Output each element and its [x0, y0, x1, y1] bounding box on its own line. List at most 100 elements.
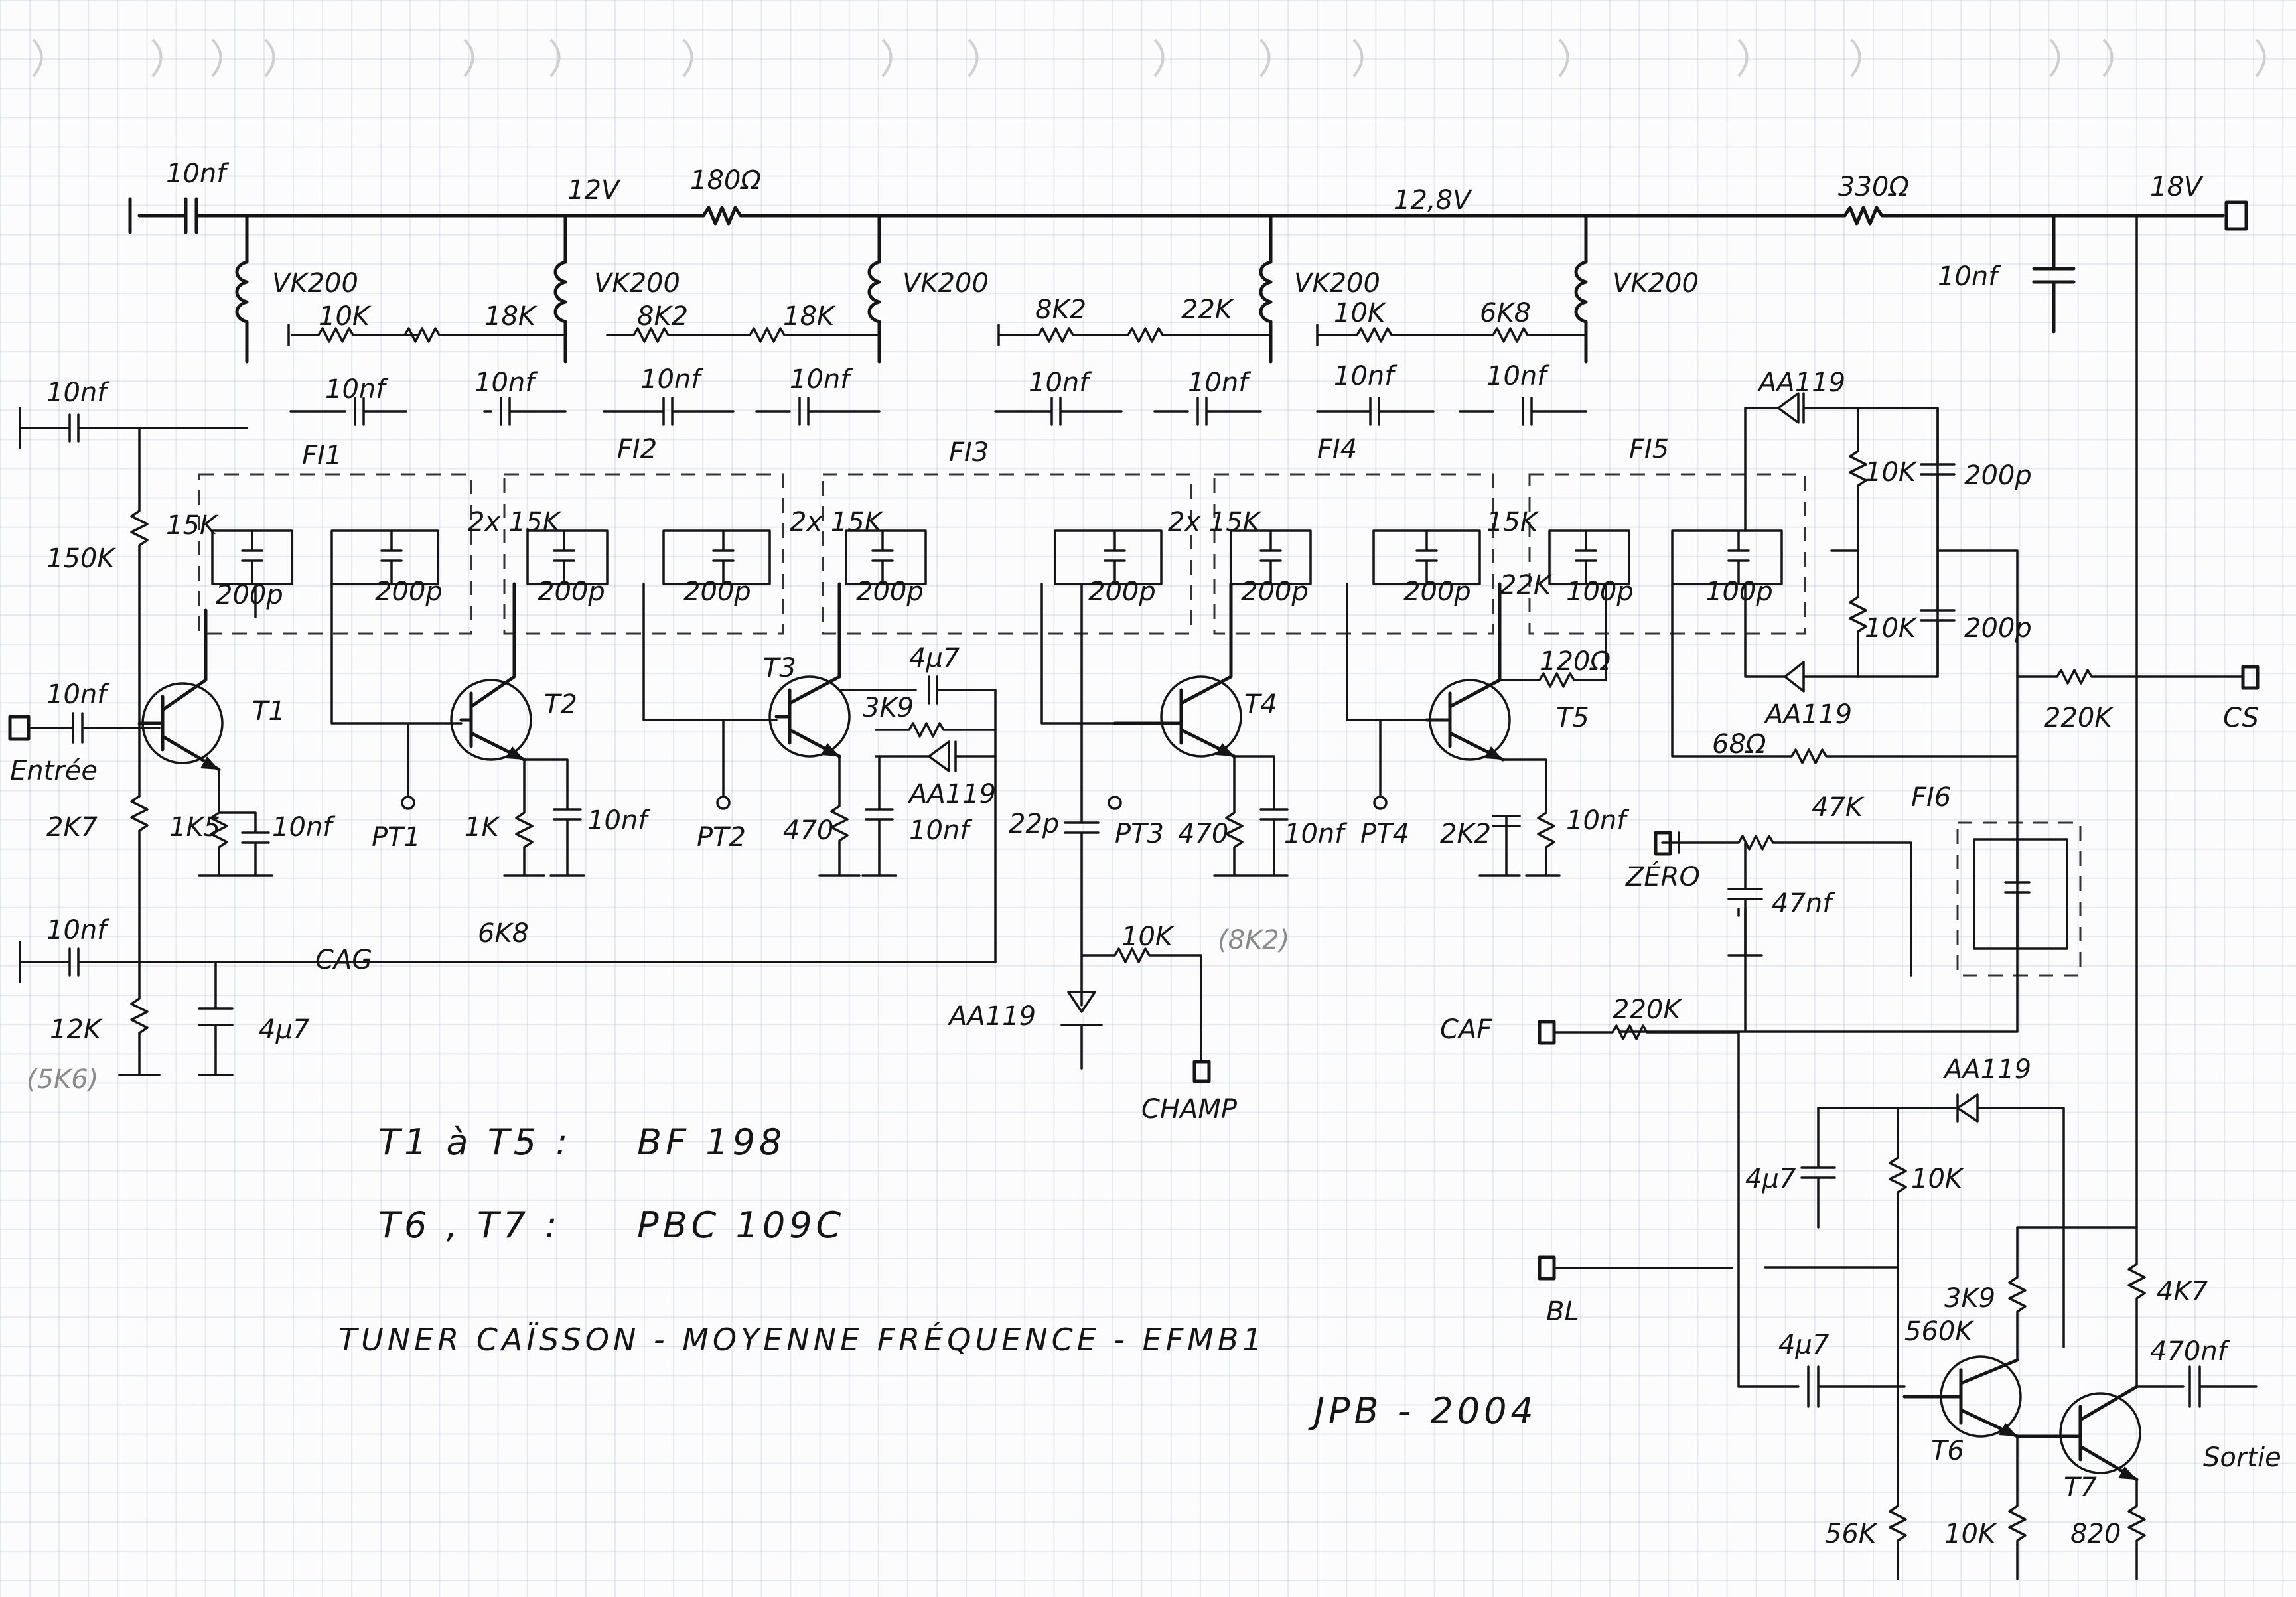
bl-label: BL [1546, 1296, 1579, 1327]
r47k-label: 47K [1812, 792, 1865, 823]
r2x15k-label-1: 2x 15K [468, 507, 562, 537]
c10nf-label-in3: 10nf [272, 812, 336, 843]
bias-network: 10K 18K 8K2 18K 8K2 22K 10K 6K8 10nf 10n… [287, 295, 1587, 426]
audio-stage: CAF 220K AA119 10K 4μ7 BL 3K9 4K7 4μ7 56… [1440, 214, 2281, 1580]
r150k-label: 150K [46, 543, 116, 574]
entree-label: Entrée [10, 756, 98, 786]
note-t1-t5-part: BF 198 [637, 1121, 786, 1163]
r10k-label-3: 10K [1865, 457, 1918, 488]
r18k-label-2: 18K [783, 301, 836, 332]
r8k2b-label: (8K2) [1218, 925, 1289, 955]
r2x15k-label-3: 2x 15K [1168, 507, 1262, 537]
c200p-label-1: 200p [216, 580, 283, 610]
note-t1-t5-prefix: T1 à T5 : [378, 1121, 571, 1163]
fi3-label: FI3 [949, 437, 989, 468]
supply-rail: 10nf 12V 180Ω 12,8V 330Ω 18V 10nf [128, 159, 2248, 334]
c200p-label-8: 200p [1403, 577, 1471, 607]
r8k2-label-1: 8K2 [637, 301, 688, 332]
c200p-label-5: 200p [856, 577, 924, 607]
author-label: JPB - 2004 [1308, 1390, 1538, 1432]
c100p-label-1: 100p [1566, 577, 1634, 607]
r820-label: 820 [2070, 1519, 2121, 1549]
t3-label: T3 [763, 653, 796, 683]
r8k2-label-2: 8K2 [1035, 295, 1086, 325]
c200p-label-3: 200p [538, 577, 605, 607]
t6-label: T6 [1931, 1436, 1964, 1466]
c10nf-label-b4: 10nf [790, 364, 853, 395]
c10nf-label-t3: 10nf [909, 815, 973, 846]
t5-label: T5 [1556, 703, 1589, 733]
r68-label: 68Ω [1712, 729, 1766, 760]
c200p-label-6: 200p [1088, 577, 1156, 607]
c10nf-label-t5: 10nf [1566, 805, 1630, 836]
c10nf-label-b3: 10nf [640, 364, 704, 395]
aa119-label-1: AA119 [907, 779, 996, 809]
cs-label: CS [2223, 703, 2259, 733]
r220k-label-2: 220K [1613, 995, 1682, 1025]
aa119-label-5: AA119 [1942, 1054, 2031, 1085]
fi4-label: FI4 [1317, 434, 1357, 464]
r15k-label-1: 15K [166, 510, 219, 541]
pt1-label: PT1 [372, 822, 421, 853]
c22p-label: 22p [1009, 809, 1059, 839]
c4u7-label-2: 4μ7 [909, 643, 960, 673]
c4u7-label-1: 4μ7 [259, 1014, 310, 1045]
note-t6-t7-prefix: T6 , T7 : [378, 1204, 561, 1246]
r10k-label-4: 10K [1865, 613, 1918, 644]
v128-label: 12,8V [1394, 185, 1472, 216]
fi1-label: FI1 [302, 441, 342, 471]
note-t6-t7-part: PBC 109C [637, 1204, 845, 1246]
c10nf-label-b1: 10nf [325, 374, 389, 405]
caf-label: CAF [1440, 1014, 1492, 1045]
c10nf-label-b7: 10nf [1334, 361, 1398, 391]
r22k-label-1: 22K [1181, 295, 1234, 325]
vk200-label-4: VK200 [1294, 268, 1380, 299]
c200p-label-4: 200p [683, 577, 751, 607]
discriminator: AA119 10K 200p 10K 200p AA119 68Ω 220K C… [1618, 368, 2260, 1033]
v18-label: 18V [2150, 172, 2204, 202]
schematic-title: TUNER CAÏSSON - MOYENNE FRÉQUENCE - EFMB… [338, 1322, 1266, 1357]
binder-holes [32, 38, 2266, 78]
c47nf-label: 47nf [1772, 888, 1835, 919]
r1k5-label: 1K5 [169, 812, 220, 843]
pt2-label: PT2 [697, 822, 746, 853]
r330-label: 330Ω [1838, 172, 1909, 202]
t4-label: T4 [1244, 689, 1277, 720]
vk200-label-5: VK200 [1613, 268, 1699, 299]
c10nf-label-t2: 10nf [587, 805, 651, 836]
c200p-label-d1: 200p [1964, 460, 2032, 491]
c10nf-label-b8: 10nf [1486, 361, 1550, 391]
aa119-label-3: AA119 [1757, 368, 1845, 398]
r12k-label: 12K [50, 1014, 103, 1045]
t1-label: T1 [252, 696, 285, 727]
aa119-label-4: AA119 [1763, 699, 1852, 730]
r10k-label-1: 10K [319, 301, 372, 332]
c200p-label-7: 200p [1241, 577, 1309, 607]
vk200-label-3: VK200 [902, 268, 989, 299]
c10nf-label-in4: 10nf [46, 915, 110, 945]
pt4-label: PT4 [1360, 819, 1409, 849]
r180-label: 180Ω [690, 165, 761, 196]
c100p-label-2: 100p [1705, 577, 1773, 607]
pt3-label: PT3 [1115, 819, 1164, 849]
c10nf-label-t4: 10nf [1284, 819, 1348, 849]
fi6-label: FI6 [1911, 782, 1951, 813]
r3k9-label-2: 3K9 [1944, 1283, 1995, 1314]
r560k-label: 560K [1904, 1316, 1974, 1347]
rail-cap-label: 10nf [166, 159, 230, 189]
r5k6-label: (5K6) [27, 1064, 98, 1095]
r2k2-label: 2K2 [1440, 819, 1491, 849]
c10nf-label-b5: 10nf [1029, 368, 1092, 398]
t2-label: T2 [544, 689, 577, 720]
c4u7-label-3: 4μ7 [1745, 1164, 1796, 1194]
c4u7-label-4: 4μ7 [1778, 1330, 1830, 1360]
stages-t2-t5: PT1 1K 10nf T2 PT2 470 4μ7 3K9 AA119 10n… [330, 582, 1630, 1125]
r220k-label-1: 220K [2044, 703, 2114, 733]
cag-label: CAG [315, 945, 372, 975]
r3k9-label-1: 3K9 [863, 693, 914, 723]
r56k-label: 56K [1825, 1519, 1878, 1549]
r6k8-label-1: 6K8 [1480, 298, 1531, 328]
fi2-label: FI2 [617, 434, 657, 464]
c10nf-label-in1: 10nf [46, 378, 110, 408]
vk200-chokes: VK200 VK200 VK200 VK200 VK200 [235, 214, 1699, 364]
